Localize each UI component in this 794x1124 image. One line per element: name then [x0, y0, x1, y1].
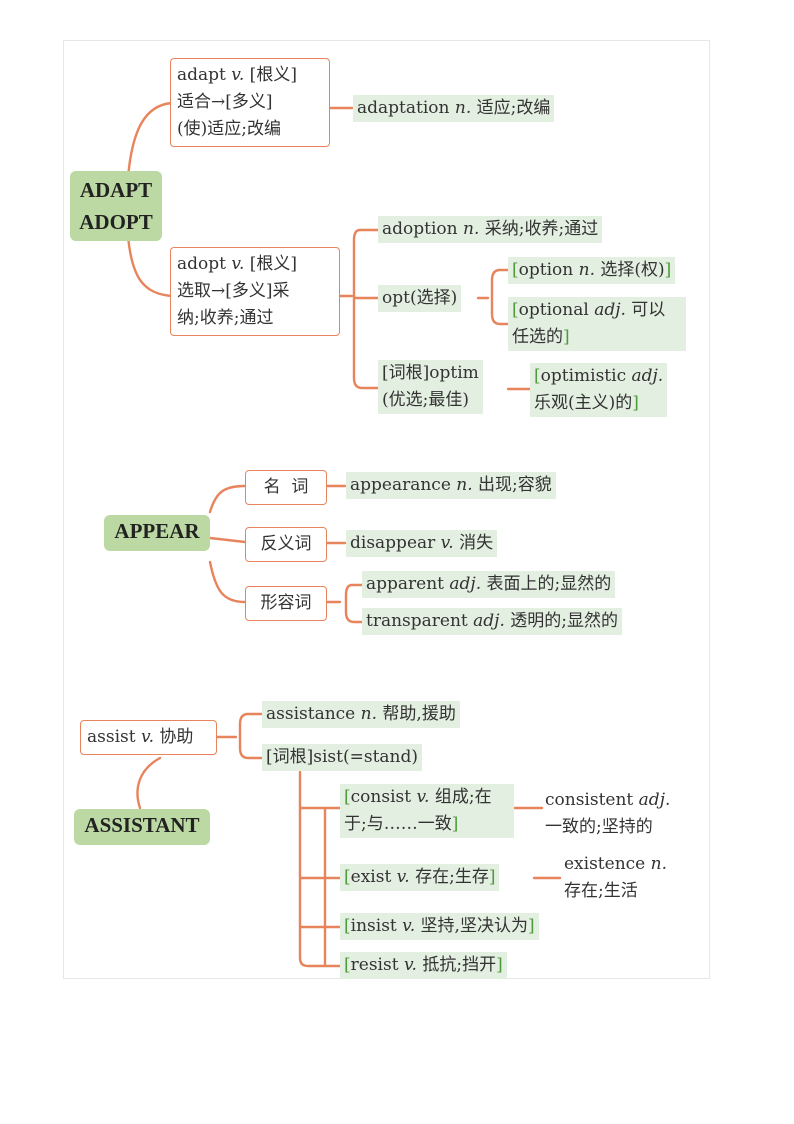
label-adjective: 形容词 [245, 586, 327, 621]
connector-appear-to-antonym [208, 536, 247, 544]
connector-appear-to-noun [208, 484, 247, 514]
root-appear: APPEAR [104, 515, 210, 551]
leaf-consistent: consistent adj. 一致的;坚持的 [545, 790, 671, 837]
leaf-insist: [insist v. 坚持,坚决认为] [340, 913, 539, 940]
leaf-opt: opt(选择) [378, 285, 462, 312]
connector-adj-fan [325, 583, 364, 624]
leaf-exist: [exist v. 存在;生存] [340, 864, 500, 891]
leaf-optional: [optional adj. 可以 任选的] [508, 297, 686, 351]
assist-definition-box: assist v. 协助 [80, 720, 217, 755]
leaf-optim-root: [词根]optim (优选;最佳) [378, 360, 483, 414]
connector-assist-to-assistant [136, 756, 162, 810]
root-adapt-adopt: ADAPT ADOPT [70, 171, 162, 241]
label-noun: 名 词 [245, 470, 327, 505]
leaf-adaptation: adaptation n. 适应;改编 [353, 95, 555, 122]
leaf-optimistic: [optimistic adj. 乐观(主义)的] [530, 363, 668, 417]
leaf-assistance: assistance n. 帮助,援助 [262, 701, 460, 728]
adopt-definition-box: adopt v. [根义] 选取→[多义]采 纳;收养;通过 [170, 247, 340, 336]
leaf-existence: existence n. 存在;生活 [564, 854, 667, 901]
leaf-disappear: disappear v. 消失 [346, 530, 498, 557]
leaf-resist: [resist v. 抵抗;挡开] [340, 952, 507, 979]
adapt-definition-box: adapt v. [根义] 适合→[多义] (使)适应;改编 [170, 58, 330, 147]
leaf-apparent: apparent adj. 表面上的;显然的 [362, 571, 616, 598]
leaf-sist-root: [词根]sist(=stand) [262, 744, 423, 771]
connector-adapt-to-adopt-box [126, 234, 174, 298]
label-antonym: 反义词 [245, 527, 327, 562]
connector-opt-fan [476, 268, 510, 326]
connector-appear-to-adj [208, 560, 247, 604]
connector-sist-fan [298, 770, 342, 968]
connector-adapt-to-adapt-box [126, 101, 174, 180]
leaf-option: [option n. 选择(权)] [508, 257, 676, 284]
connector-assist-fan [215, 712, 264, 760]
leaf-transparent: transparent adj. 透明的;显然的 [362, 608, 622, 635]
leaf-adoption: adoption n. 采纳;收养;通过 [378, 216, 603, 243]
leaf-appearance: appearance n. 出现;容貌 [346, 472, 556, 499]
root-assistant: ASSISTANT [74, 809, 210, 845]
leaf-consist: [consist v. 组成;在 于;与……一致] [340, 784, 514, 838]
connector-adopt-fan [338, 228, 380, 390]
